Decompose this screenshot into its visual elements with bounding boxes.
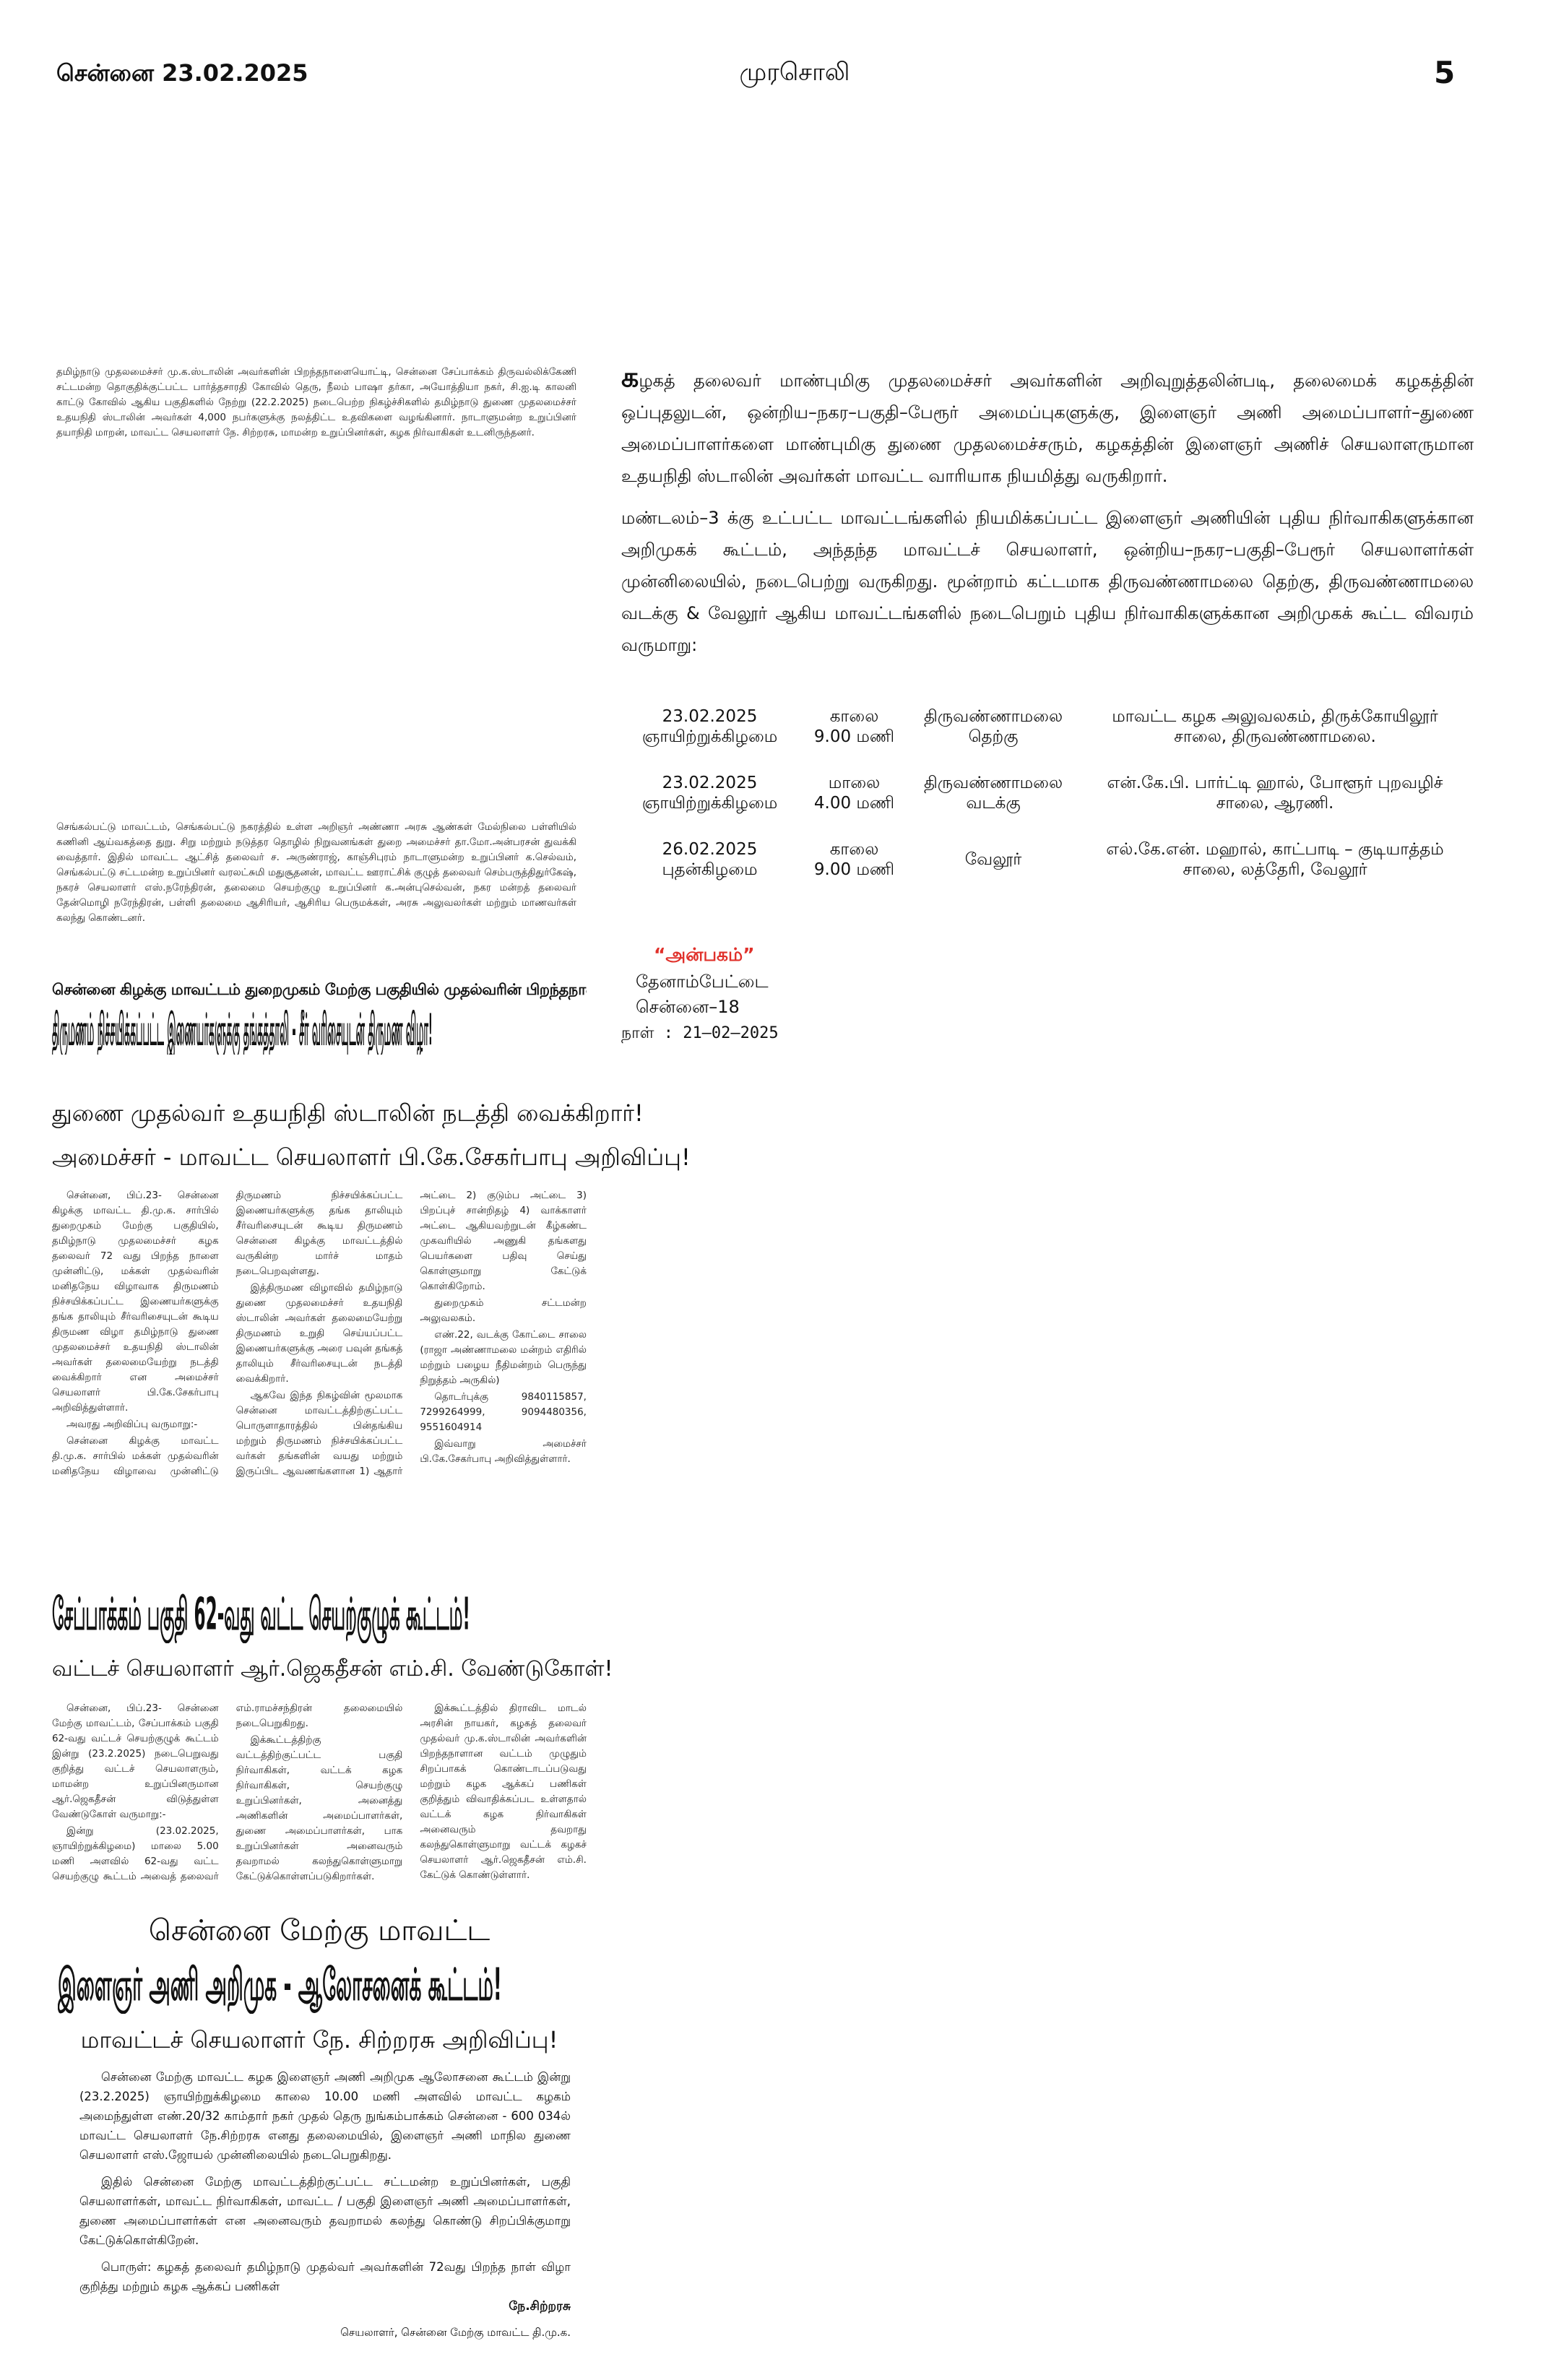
youth-headline: இளைஞர் அணி அறிமுக - ஆலோசனைக் கூட்டம்!: [58, 1963, 502, 2012]
wedding-kicker: சென்னை கிழக்கு மாவட்டம் துறைமுகம் மேற்கு…: [52, 981, 587, 998]
schedule-venue: மாவட்ட கழக அலுவலகம், திருக்கோயிலூர் சாலை…: [1112, 707, 1438, 746]
youth-signature-name: நே.சிற்றரசு: [509, 2299, 571, 2314]
wedding-paragraph: ஆகவே இந்த நிகழ்வின் மூலமாக சென்னை மாவட்ட…: [235, 1190, 587, 1477]
schedule-date: 23.02.2025: [662, 774, 758, 792]
schedule-time: 9.00 மணி: [813, 860, 895, 879]
wedding-headline-box: திருமணம் நிச்சயிக்கப்பட்ட இணையர்களுக்கு …: [52, 1010, 587, 1055]
schedule-date: 26.02.2025: [662, 840, 758, 859]
masthead-paper-name: முரசொலி: [739, 58, 850, 87]
from-area: தேனாம்பேட்டை: [636, 972, 769, 992]
dropcap: க: [621, 361, 639, 393]
wedding-paragraph: துறைமுகம் சட்டமன்ற அலுவலகம்.: [420, 1297, 587, 1324]
schedule-date: 23.02.2025: [662, 707, 758, 726]
schedule-time: 9.00 மணி: [813, 727, 895, 746]
youth-kicker: சென்னை மேற்கு மாவட்ட: [148, 1914, 490, 1947]
wedding-paragraph: இவ்வாறு அமைச்சர் பி.கே.சேகர்பாபு அறிவித்…: [420, 1438, 587, 1465]
youth-headline-box: இளைஞர் அணி அறிமுக - ஆலோசனைக் கூட்டம்!: [58, 1963, 585, 2014]
committee-headline-box: சேப்பாக்கம் பகுதி 62-வது வட்ட செயற்குழுக…: [52, 1593, 587, 1643]
wedding-paragraph: அவரது அறிவிப்பு வருமாறு:-: [66, 1419, 198, 1430]
wedding-paragraph: தொடர்புக்கு 9840115857, 7299264999, 9094…: [420, 1391, 587, 1433]
wedding-paragraph: சென்னை கிழக்கு மாவட்ட தி.மு.க. சார்பில் …: [52, 1190, 403, 1477]
announcement-body: கழகத் தலைவர் மாண்புமிகு முதலமைச்சர் அவர்…: [621, 361, 1474, 671]
committee-paragraph: இன்று (23.02.2025, ஞாயிற்றுக்கிழமை) மாலை…: [52, 1702, 403, 1882]
announcement-paragraph-2: மண்டலம்–3 க்கு உட்பட்ட மாவட்டங்களில் நிய…: [621, 508, 1474, 655]
masthead-date: சென்னை 23.02.2025: [56, 59, 308, 87]
schedule-day: புதன்கிழமை: [662, 860, 758, 879]
youth-body: சென்னை மேற்கு மாவட்ட கழக இளைஞர் அணி அறிம…: [79, 2067, 571, 2303]
wedding-paragraph: எண்.22, வடக்கு கோட்டை சாலை (ராஜா அண்ணாமல…: [420, 1329, 587, 1386]
schedule-venue: என்.கே.பி. பார்ட்டி ஹால், போளூர் புறவழிச…: [1107, 774, 1443, 813]
committee-headline: சேப்பாக்கம் பகுதி 62-வது வட்ட செயற்குழுக…: [52, 1593, 470, 1641]
youth-paragraph: பொருள்: கழகத் தலைவர் தமிழ்நாடு முதல்வர் …: [79, 2260, 571, 2293]
youth-paragraph: சென்னை மேற்கு மாவட்ட கழக இளைஞர் அணி அறிம…: [79, 2070, 571, 2162]
committee-paragraph: இக்கூட்டத்தில் திராவிட மாடல் அரசின் நாயக…: [420, 1702, 587, 1881]
youth-paragraph: இதில் சென்னை மேற்கு மாவட்டத்திற்குட்பட்ட…: [79, 2175, 571, 2247]
youth-subhead: மாவட்டச் செயலாளர் நே. சிற்றரசு அறிவிப்பு…: [80, 2026, 558, 2054]
schedule-time: 4.00 மணி: [813, 794, 895, 813]
announcement-paragraph-1: கழகத் தலைவர் மாண்புமிகு முதலமைச்சர் அவர்…: [621, 361, 1474, 492]
wedding-paragraph: இத்திருமண விழாவில் தமிழ்நாடு துணை முதலமை…: [235, 1282, 403, 1385]
notice-date: நாள் : 21–02–2025: [621, 1024, 779, 1042]
committee-body: சென்னை, பிப்.23- சென்னை மேற்கு மாவட்டம்,…: [52, 1701, 587, 1889]
wedding-subhead-1: துணை முதல்வர் உதயநிதி ஸ்டாலின் நடத்தி வை…: [52, 1099, 644, 1127]
page-number: 5: [1434, 55, 1456, 90]
schedule-session: காலை: [829, 840, 879, 859]
committee-paragraph: சென்னை, பிப்.23- சென்னை மேற்கு மாவட்டம்,…: [52, 1702, 219, 1820]
wedding-headline: திருமணம் நிச்சயிக்கப்பட்ட இணையர்களுக்கு …: [52, 1010, 433, 1055]
announcement-paragraph-1-text: ழகத் தலைவர் மாண்புமிகு முதலமைச்சர் அவர்க…: [621, 371, 1474, 486]
photo-caption-1: தமிழ்நாடு முதலமைச்சர் மு.க.ஸ்டாலின் அவர்…: [56, 366, 576, 438]
wedding-paragraph: சென்னை, பிப்.23- சென்னை கிழக்கு மாவட்ட த…: [52, 1190, 219, 1414]
schedule-day: ஞாயிற்றுக்கிழமை: [641, 794, 778, 813]
schedule-venue: எல்.கே.என். மஹால், காட்பாடி – குடியாத்தம…: [1106, 840, 1444, 879]
schedule-row: 23.02.2025 ஞாயிற்றுக்கிழமை மாலை 4.00 மணி த…: [621, 760, 1474, 826]
schedule-day: ஞாயிற்றுக்கிழமை: [641, 727, 778, 746]
from-city: சென்னை–18: [636, 997, 740, 1017]
schedule-session: காலை: [829, 707, 879, 726]
photo-caption-2: செங்கல்பட்டு மாவட்டம், செங்கல்பட்டு நகரத…: [56, 821, 576, 924]
from-name: “அன்பகம்”: [654, 944, 755, 965]
schedule-district: வேலூர்: [964, 850, 1022, 869]
wedding-subhead-2: அமைச்சர் - மாவட்ட செயலாளர் பி.கே.சேகர்பா…: [52, 1143, 691, 1171]
schedule-district: திருவண்ணாமலை வடக்கு: [923, 774, 1063, 813]
wedding-body: சென்னை, பிப்.23- சென்னை கிழக்கு மாவட்ட த…: [52, 1188, 587, 1578]
committee-paragraph: இக்கூட்டத்திற்கு வட்டத்திற்குட்பட்ட பகுத…: [235, 1734, 403, 1882]
schedule-session: மாலை: [828, 774, 881, 792]
committee-subhead: வட்டச் செயலாளர் ஆர்.ஜெகதீசன் எம்.சி. வேண…: [52, 1656, 613, 1682]
youth-signature-title: செயலாளர், சென்னை மேற்கு மாவட்ட தி.மு.க.: [340, 2326, 571, 2339]
schedule-district: திருவண்ணாமலை தெற்கு: [923, 707, 1063, 746]
